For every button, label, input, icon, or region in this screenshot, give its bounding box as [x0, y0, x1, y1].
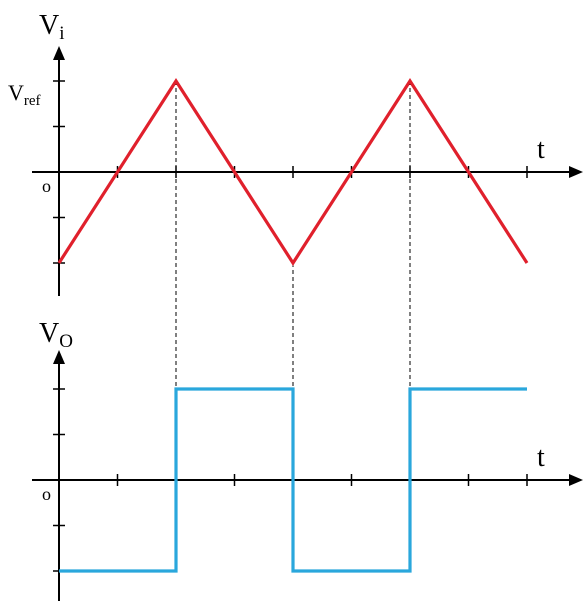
bottom-y-axis-label-sub: O: [59, 331, 73, 352]
bottom-y-axis-label: VO: [39, 318, 73, 352]
vref-label: Vref: [8, 80, 41, 109]
top-y-axis-arrow: [53, 46, 65, 60]
top-x-axis-arrow: [569, 166, 583, 178]
bottom-x-axis-arrow: [569, 474, 583, 486]
top-y-axis-label: Vi: [39, 10, 65, 44]
bottom-y-axis-arrow: [53, 350, 65, 364]
top-plot: Vi t o Vref: [8, 10, 583, 296]
top-y-axis-label-sub: i: [59, 23, 64, 44]
bottom-origin-label: o: [42, 484, 51, 504]
square-wave: [59, 387, 527, 573]
bottom-plot: VO t o: [32, 318, 583, 601]
vref-label-sub: ref: [24, 93, 41, 109]
top-origin-label: o: [42, 176, 51, 196]
bottom-x-axis-label: t: [537, 442, 545, 473]
top-x-axis-label: t: [537, 134, 545, 165]
triangle-wave: [57, 78, 529, 266]
